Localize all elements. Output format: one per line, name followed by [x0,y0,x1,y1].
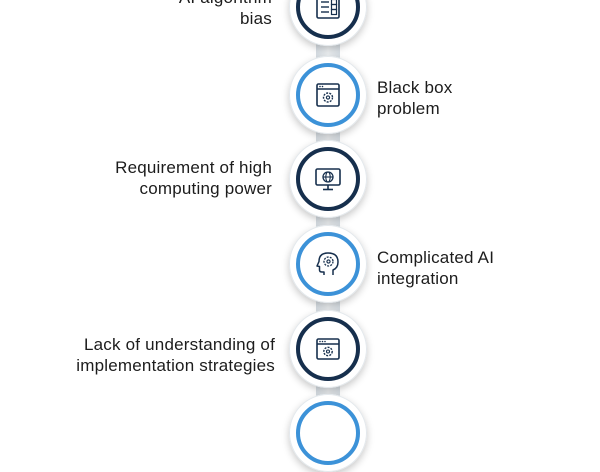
step-ring-6 [296,401,360,465]
checklist-icon [316,0,340,19]
step-label-4-line-1: Complicated AI [377,248,495,267]
step-label-1-line-2: bias [240,9,272,28]
step-node-4 [289,225,367,303]
step-label-5-line-1: Lack of understanding of [84,335,275,354]
step-label-2-line-1: Black box [377,78,453,97]
step-node-6-partial [289,394,367,472]
step-node-5 [289,310,367,388]
window-gear-icon [316,338,340,360]
step-label-5-line-2: implementation strategies [76,356,275,375]
browser-gear-icon [316,83,340,107]
monitor-globe-icon [315,168,341,191]
step-label-2-line-2: problem [377,99,440,118]
step-node-3 [289,140,367,218]
step-ring-3 [296,147,360,211]
step-label-4-line-2: integration [377,269,459,288]
step-label-3-line-1: Requirement of high [115,158,272,177]
step-node-1 [289,0,367,46]
step-ring-5 [296,317,360,381]
head-gear-icon [316,252,339,275]
step-label-1: AI algorithm bias [179,0,272,29]
step-label-3: Requirement of high computing power [115,157,272,199]
step-label-5: Lack of understanding of implementation … [76,334,275,376]
step-ring-2 [296,63,360,127]
step-ring-4 [296,232,360,296]
step-node-2 [289,56,367,134]
step-label-1-line-1: AI algorithm [179,0,272,8]
step-ring-1 [296,0,360,39]
step-label-2: Black box problem [377,77,453,119]
step-label-4: Complicated AI integration [377,247,494,289]
step-label-3-line-2: computing power [139,179,272,198]
